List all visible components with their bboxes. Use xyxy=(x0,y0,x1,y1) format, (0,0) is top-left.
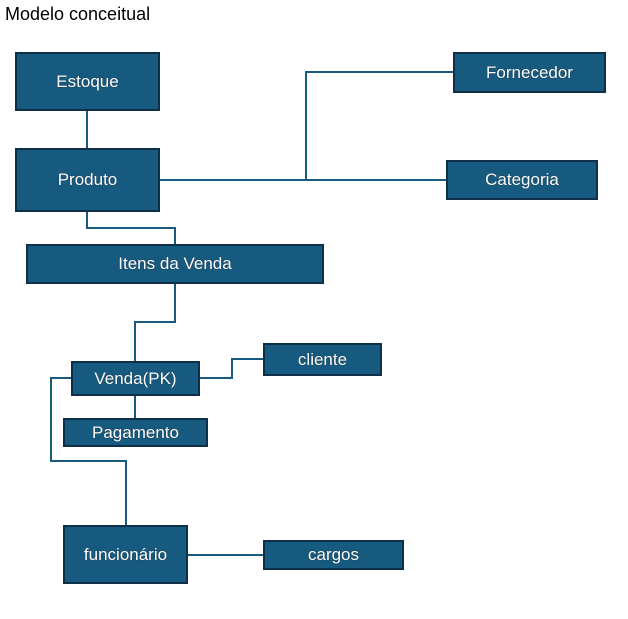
entity-funcionario[interactable]: funcionário xyxy=(63,525,188,584)
entity-pagamento[interactable]: Pagamento xyxy=(63,418,208,447)
entity-categoria[interactable]: Categoria xyxy=(446,160,598,200)
connector-produto-fornecedor xyxy=(305,71,454,180)
diagram-title: Modelo conceitual xyxy=(5,4,151,24)
entity-itens-da-venda[interactable]: Itens da Venda xyxy=(26,244,324,284)
entity-cliente[interactable]: cliente xyxy=(263,343,382,376)
connector-itens-venda xyxy=(134,283,176,362)
connector-venda-cliente xyxy=(199,358,264,379)
entity-produto[interactable]: Produto xyxy=(15,148,160,212)
entity-fornecedor[interactable]: Fornecedor xyxy=(453,52,606,93)
entity-cargos[interactable]: cargos xyxy=(263,540,404,570)
entity-estoque[interactable]: Estoque xyxy=(15,52,160,111)
connector-produto-itens xyxy=(86,211,176,245)
entity-venda[interactable]: Venda(PK) xyxy=(71,361,200,396)
connector-venda-funcionario xyxy=(50,377,127,526)
